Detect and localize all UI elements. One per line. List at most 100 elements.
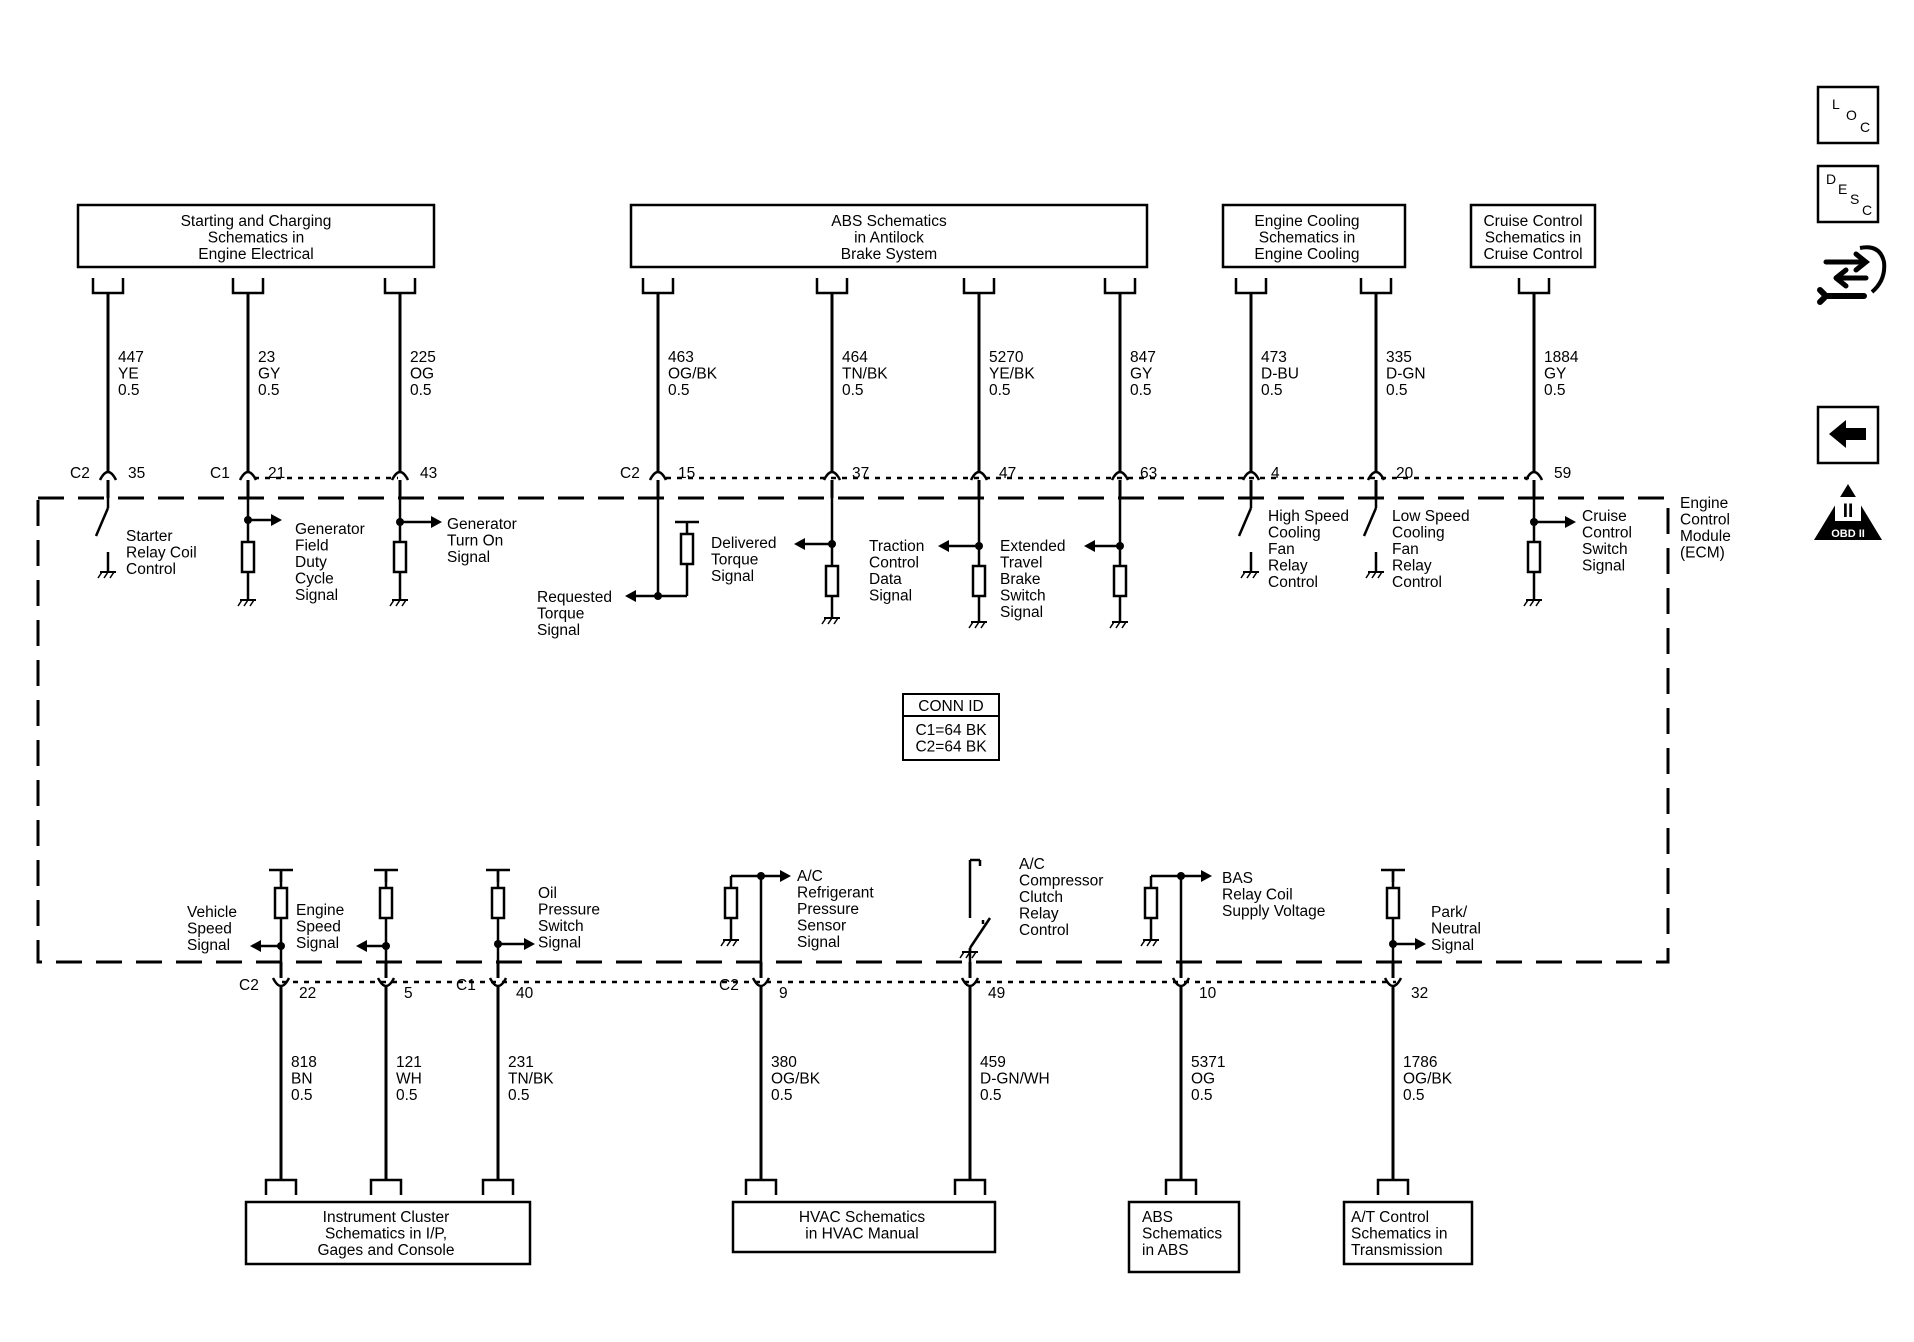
loc-letter-3: C [1860, 119, 1870, 135]
connector-id: C2 [70, 465, 90, 482]
connector-id: C2 [239, 977, 259, 994]
connector-id: C2 [620, 465, 640, 482]
pin-number: 22 [299, 985, 316, 1002]
repair-procedure-icon[interactable] [1817, 245, 1887, 305]
connector-id: C1 [210, 465, 230, 482]
desc-button[interactable]: D E S C [1816, 164, 1880, 224]
desc-letter-2: E [1838, 181, 1847, 197]
desc-letter-1: D [1826, 171, 1836, 187]
loc-letter-1: L [1832, 96, 1840, 112]
obd-label: OBD II [1831, 528, 1865, 540]
pin-number: 5 [404, 985, 413, 1002]
pin-number: 35 [128, 465, 145, 482]
obd-numeral: II [1843, 501, 1854, 522]
connector-id: C1 [456, 977, 476, 994]
desc-letter-3: S [1850, 191, 1859, 207]
pin-number: 40 [516, 985, 534, 1002]
obd-ii-button[interactable]: II OBD II [1814, 484, 1882, 540]
back-arrow-icon [1829, 420, 1866, 448]
loc-button[interactable]: L O C [1816, 85, 1880, 145]
pin-number: 47 [999, 465, 1016, 482]
pin-number: 32 [1411, 985, 1428, 1002]
pin-number: 9 [779, 985, 788, 1002]
pin-number: 21 [268, 465, 285, 482]
loc-letter-2: O [1846, 107, 1857, 123]
pin-number: 37 [852, 465, 869, 482]
internal-circuitry-layer [94, 498, 1576, 962]
back-button[interactable] [1816, 405, 1880, 465]
ecm-module-outline [36, 496, 1670, 964]
desc-letter-4: C [1862, 202, 1872, 218]
pin-number: 20 [1396, 465, 1414, 482]
pin-number: 43 [420, 465, 437, 482]
pin-number: 59 [1554, 465, 1571, 482]
pin-number: 63 [1140, 465, 1157, 482]
pin-number: 4 [1271, 465, 1280, 482]
connector-id: C2 [719, 977, 739, 994]
pin-number: 15 [678, 465, 695, 482]
pin-number: 49 [988, 985, 1005, 1002]
